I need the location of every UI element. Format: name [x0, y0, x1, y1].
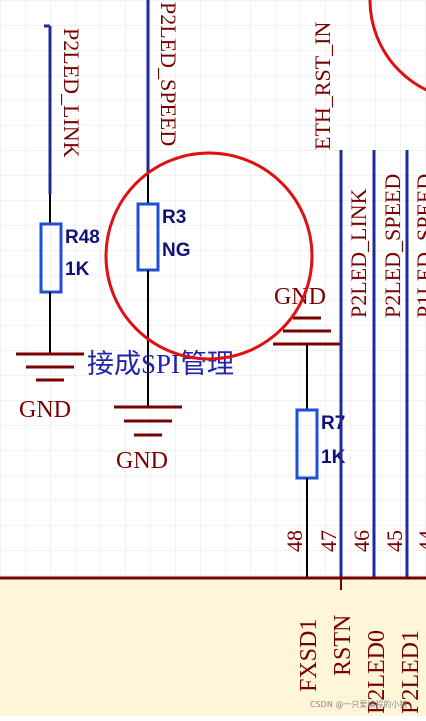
pin-number-47: 47: [316, 530, 341, 552]
r7-designator: R7: [321, 413, 345, 434]
pin-name-fxsd1: FXSD1: [296, 619, 322, 692]
r48-designator: R48: [65, 227, 100, 248]
gnd-label-2: GND: [116, 448, 168, 474]
net-label-eth-rst-in: ETH_RST_IN: [310, 22, 335, 150]
r3-branch: P2LED_SPEED R3 NG GND: [114, 0, 191, 474]
r7-value: 1K: [321, 447, 346, 468]
net-label-p2led-link-right: P2LED_LINK: [346, 188, 371, 318]
pin-name-p2led1: P2LED1: [398, 630, 424, 714]
gnd-symbol-1: [16, 352, 84, 382]
r3-value: NG: [162, 240, 191, 261]
net-label-p2led-speed-top: P2LED_SPEED: [156, 2, 181, 146]
r48-branch: P2LED_LINK R48 1K GND: [16, 24, 100, 423]
net-label-p2led-speed-right: P2LED_SPEED: [380, 174, 405, 318]
pin-number-46: 46: [349, 530, 374, 552]
net-label-p2led-link-left: P2LED_LINK: [59, 28, 84, 158]
ic-body: [0, 578, 426, 718]
ic-u1: 48 47 46 45 44 FXSD1 RSTN P2LED0 P2LED1: [0, 530, 426, 718]
net-label-p1led-speed: P1LED_SPEED: [412, 174, 426, 318]
gnd-symbol-2: [114, 405, 182, 437]
pin-number-45: 45: [382, 530, 407, 552]
gnd-label-1: GND: [19, 397, 71, 423]
highlight-circle-r3: [104, 151, 314, 361]
pin-number-48: 48: [282, 530, 307, 552]
watermark: CSDN @一只爱编程的小猿: [310, 699, 407, 709]
right-net-wires: P2LED_LINK P2LED_SPEED P1LED_SPEED: [339, 150, 426, 578]
r3-designator: R3: [162, 207, 186, 228]
r48-value: 1K: [65, 259, 90, 280]
pin-name-p2led0: P2LED0: [364, 630, 390, 714]
pin-number-44: 44: [414, 530, 426, 552]
grid: [0, 0, 426, 578]
annotation-spi-note: 接成SPI管理: [87, 349, 234, 379]
pin-name-rstn: RSTN: [330, 615, 356, 676]
